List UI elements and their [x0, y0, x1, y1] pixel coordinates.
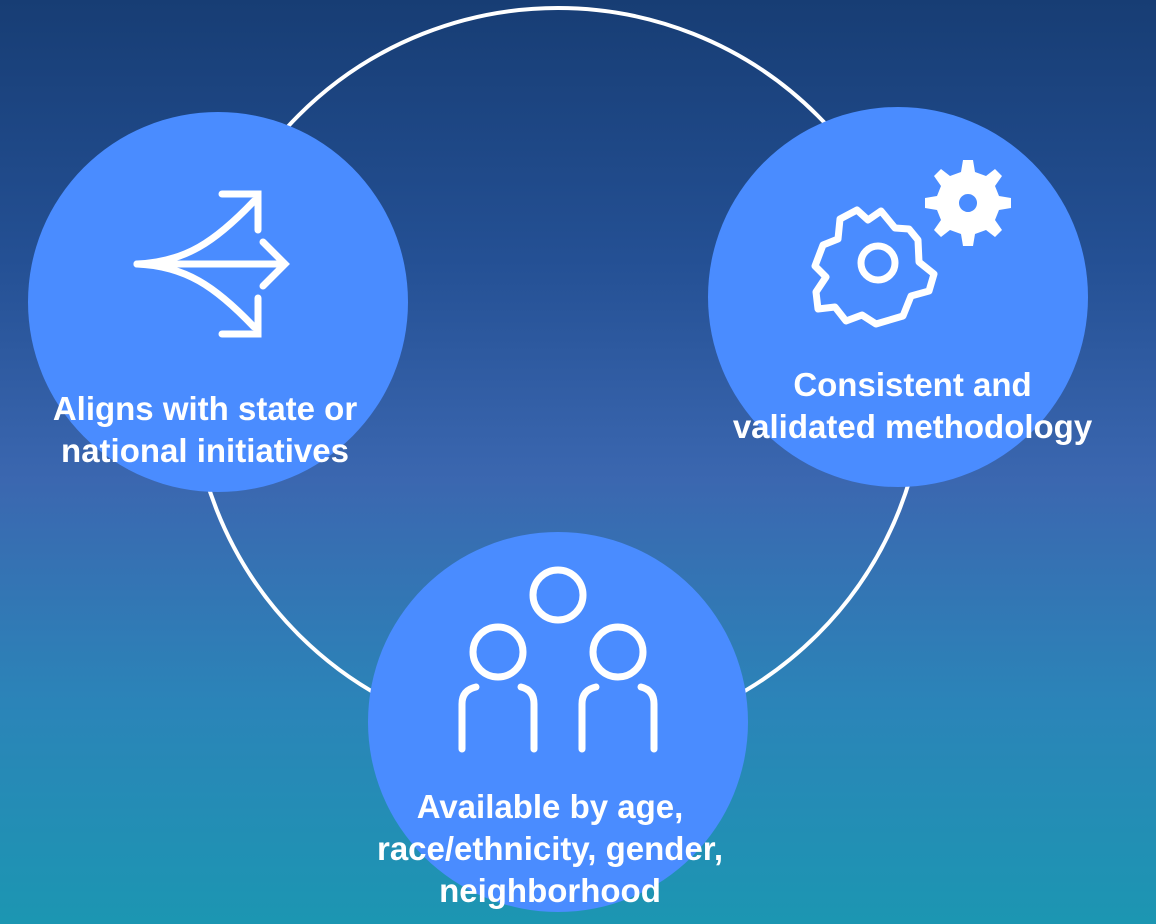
node-aligns-circle	[28, 112, 408, 492]
node-aligns-label-line: Aligns with state or	[52, 390, 358, 427]
gears-icon	[811, 160, 1011, 328]
node-consistent-label-line: Consistent and	[793, 366, 1032, 403]
node-available-circle	[368, 532, 748, 912]
node-consistent-label: Consistent and validated methodology	[690, 364, 1135, 448]
people-group-icon	[458, 566, 658, 753]
node-available-label-line: Available by age,	[416, 788, 684, 825]
node-available-label-line: race/ethnicity, gender,	[376, 830, 724, 867]
split-arrows-icon	[133, 190, 290, 338]
node-aligns-label-line: national initiatives	[61, 432, 349, 469]
node-consistent-label-line: validated methodology	[732, 408, 1093, 445]
node-available-label: Available by age, race/ethnicity, gender…	[340, 786, 760, 912]
node-available-label-line: neighborhood	[439, 872, 661, 909]
node-aligns-label: Aligns with state or national initiative…	[0, 388, 410, 472]
